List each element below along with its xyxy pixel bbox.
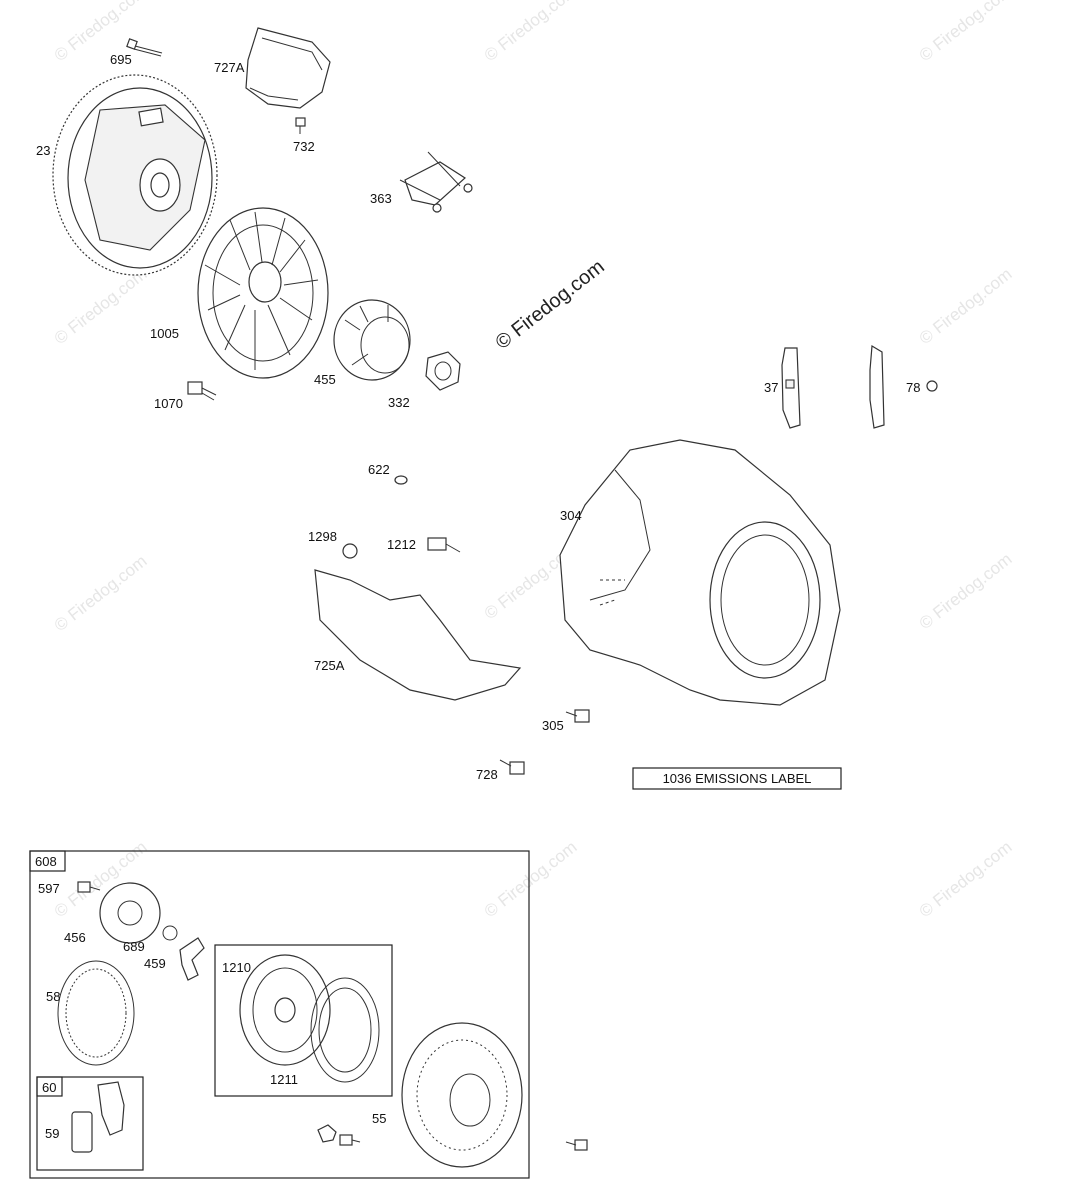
part-ring-689: [162, 925, 178, 941]
part-starter-cup-455: [333, 299, 411, 381]
part-label: 727A: [214, 60, 245, 75]
part-bolt-305: [565, 709, 590, 723]
part-label: 732: [293, 139, 315, 154]
part-nut: [317, 1124, 337, 1143]
part-label: 37: [764, 380, 778, 395]
part-label: 78: [906, 380, 920, 395]
part-label: 1212: [387, 537, 416, 552]
part-bolt-695: [126, 38, 163, 57]
part-bracket-363: [399, 151, 473, 213]
part-spring-1211: [310, 977, 380, 1083]
watermark: © Firedog.com: [51, 551, 151, 635]
part-starter-housing-55: [401, 1022, 523, 1168]
part-screw-732: [295, 117, 306, 134]
part-stud-1212: [427, 537, 461, 553]
watermark: © Firedog.com: [916, 264, 1016, 348]
part-label: 332: [388, 395, 410, 410]
part-shield-725A: [314, 569, 522, 701]
part-label: 1210: [222, 960, 251, 975]
part-label: 622: [368, 462, 390, 477]
part-label: 363: [370, 191, 392, 206]
part-plate-456: [99, 882, 161, 944]
part-flywheel-23: [52, 74, 218, 276]
part-label: 55: [372, 1111, 386, 1126]
part-label: 695: [110, 52, 132, 67]
part-plate-37: [781, 347, 801, 429]
part-bolt-728: [499, 759, 525, 775]
part-label: 459: [144, 956, 166, 971]
part-label: 728: [476, 767, 498, 782]
part-label: 456: [64, 930, 86, 945]
watermark: © Firedog.com: [481, 0, 581, 65]
watermark: © Firedog.com: [51, 264, 151, 348]
part-screw-597: [77, 881, 101, 893]
part-washer-622: [394, 475, 408, 485]
watermark: © Firedog.com: [51, 0, 151, 65]
part-screw: [339, 1134, 361, 1146]
watermark: © Firedog.com: [916, 549, 1016, 633]
part-label: 305: [542, 718, 564, 733]
part-nut-1298: [342, 543, 358, 559]
part-handle-60: [97, 1081, 125, 1136]
part-fan-1005: [197, 207, 329, 379]
copyright-text: © Firedog.com: [492, 256, 609, 354]
part-label: 1005: [150, 326, 179, 341]
emissions-label-text: 1036 EMISSIONS LABEL: [663, 771, 812, 786]
part-label: 304: [560, 508, 582, 523]
part-pulley-1210: [239, 954, 331, 1066]
part-label: 725A: [314, 658, 345, 673]
part-spring-58: [57, 960, 135, 1066]
watermark: © Firedog.com: [916, 837, 1016, 921]
part-label: 689: [123, 939, 145, 954]
watermark: © Firedog.com: [481, 837, 581, 921]
part-label: 58: [46, 989, 60, 1004]
group-60-title: 60: [42, 1080, 56, 1095]
part-screw: [565, 1139, 588, 1151]
part-label: 59: [45, 1126, 59, 1141]
part-blower-housing-304: [559, 439, 841, 706]
part-insert-59: [71, 1111, 93, 1153]
group-608-title: 608: [35, 854, 57, 869]
part-bolt-1070: [187, 381, 217, 401]
part-shroud-727A: [245, 27, 331, 109]
part-nut-332: [425, 351, 461, 391]
emissions-label-box: 1036 EMISSIONS LABEL: [632, 767, 842, 790]
part-label: 455: [314, 372, 336, 387]
part-label: 23: [36, 143, 50, 158]
watermark: © Firedog.com: [916, 0, 1016, 65]
part-gasket-78: [869, 344, 938, 429]
part-label: 1211: [270, 1072, 298, 1087]
part-label: 1070: [154, 396, 183, 411]
part-pawl-459: [179, 937, 205, 981]
part-label: 1298: [308, 529, 337, 544]
part-label: 597: [38, 881, 60, 896]
group-608: 608: [29, 850, 530, 1179]
